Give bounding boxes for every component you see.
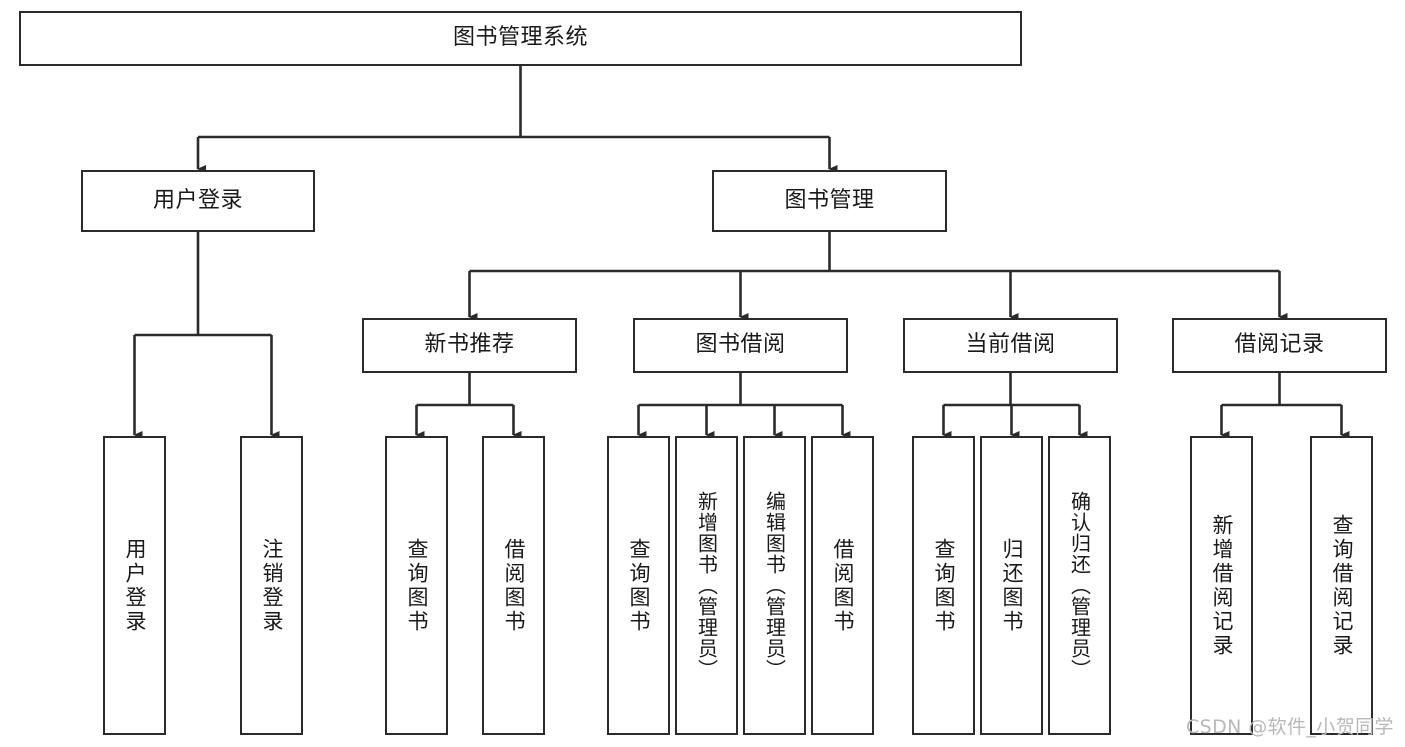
node-leaf-user-login-label: 用户登录 — [123, 537, 147, 634]
node-leaf-borrow-book-rec[interactable]: 借阅图书 — [482, 436, 545, 735]
node-root-label: 图书管理系统 — [452, 25, 588, 51]
node-leaf-query-record[interactable]: 查询借阅记录 — [1310, 436, 1373, 735]
node-leaf-query-book-cur-label: 查询图书 — [932, 537, 956, 634]
node-leaf-query-record-label: 查询借阅记录 — [1330, 513, 1354, 658]
node-leaf-user-login[interactable]: 用户登录 — [103, 436, 166, 735]
node-book-manage-label: 图书管理 — [784, 187, 875, 213]
node-leaf-query-book-rec[interactable]: 查询图书 — [385, 436, 448, 735]
node-leaf-borrow-book-rec-label: 借阅图书 — [502, 537, 526, 634]
node-leaf-return-book-label: 归还图书 — [1000, 537, 1024, 634]
node-leaf-borrow-book[interactable]: 借阅图书 — [811, 436, 874, 735]
node-leaf-query-book-borrow-label: 查询图书 — [627, 537, 651, 634]
node-new-book-recommend[interactable]: 新书推荐 — [362, 318, 577, 373]
node-borrow-record-label: 借阅记录 — [1234, 332, 1325, 358]
node-leaf-query-book-rec-label: 查询图书 — [405, 537, 429, 634]
node-book-borrow-label: 图书借阅 — [695, 332, 786, 358]
node-leaf-query-book-cur[interactable]: 查询图书 — [912, 436, 975, 735]
node-book-manage[interactable]: 图书管理 — [712, 170, 947, 232]
node-borrow-record[interactable]: 借阅记录 — [1172, 318, 1387, 373]
node-leaf-user-logout-label: 注销登录 — [260, 537, 284, 634]
node-leaf-return-book[interactable]: 归还图书 — [980, 436, 1043, 735]
node-user-login[interactable]: 用户登录 — [81, 170, 315, 232]
node-leaf-add-book-label: 新增图书（管理员） — [694, 491, 719, 680]
node-new-book-recommend-label: 新书推荐 — [424, 332, 515, 358]
node-leaf-add-record-label: 新增借阅记录 — [1210, 513, 1234, 658]
node-leaf-query-book-borrow[interactable]: 查询图书 — [607, 436, 670, 735]
node-user-login-label: 用户登录 — [152, 187, 243, 213]
node-current-borrow[interactable]: 当前借阅 — [903, 318, 1118, 373]
node-root[interactable]: 图书管理系统 — [19, 11, 1022, 66]
node-leaf-confirm-return[interactable]: 确认归还（管理员） — [1048, 436, 1111, 735]
node-leaf-borrow-book-label: 借阅图书 — [831, 537, 855, 634]
node-leaf-edit-book[interactable]: 编辑图书（管理员） — [743, 436, 806, 735]
node-book-borrow[interactable]: 图书借阅 — [633, 318, 848, 373]
node-leaf-confirm-return-label: 确认归还（管理员） — [1067, 491, 1092, 680]
node-leaf-edit-book-label: 编辑图书（管理员） — [762, 491, 787, 680]
node-current-borrow-label: 当前借阅 — [965, 332, 1056, 358]
watermark-csdn: CSDN @软件_小贺同学 — [1186, 716, 1394, 738]
node-leaf-add-record[interactable]: 新增借阅记录 — [1190, 436, 1253, 735]
node-leaf-add-book[interactable]: 新增图书（管理员） — [675, 436, 738, 735]
node-leaf-user-logout[interactable]: 注销登录 — [240, 436, 303, 735]
